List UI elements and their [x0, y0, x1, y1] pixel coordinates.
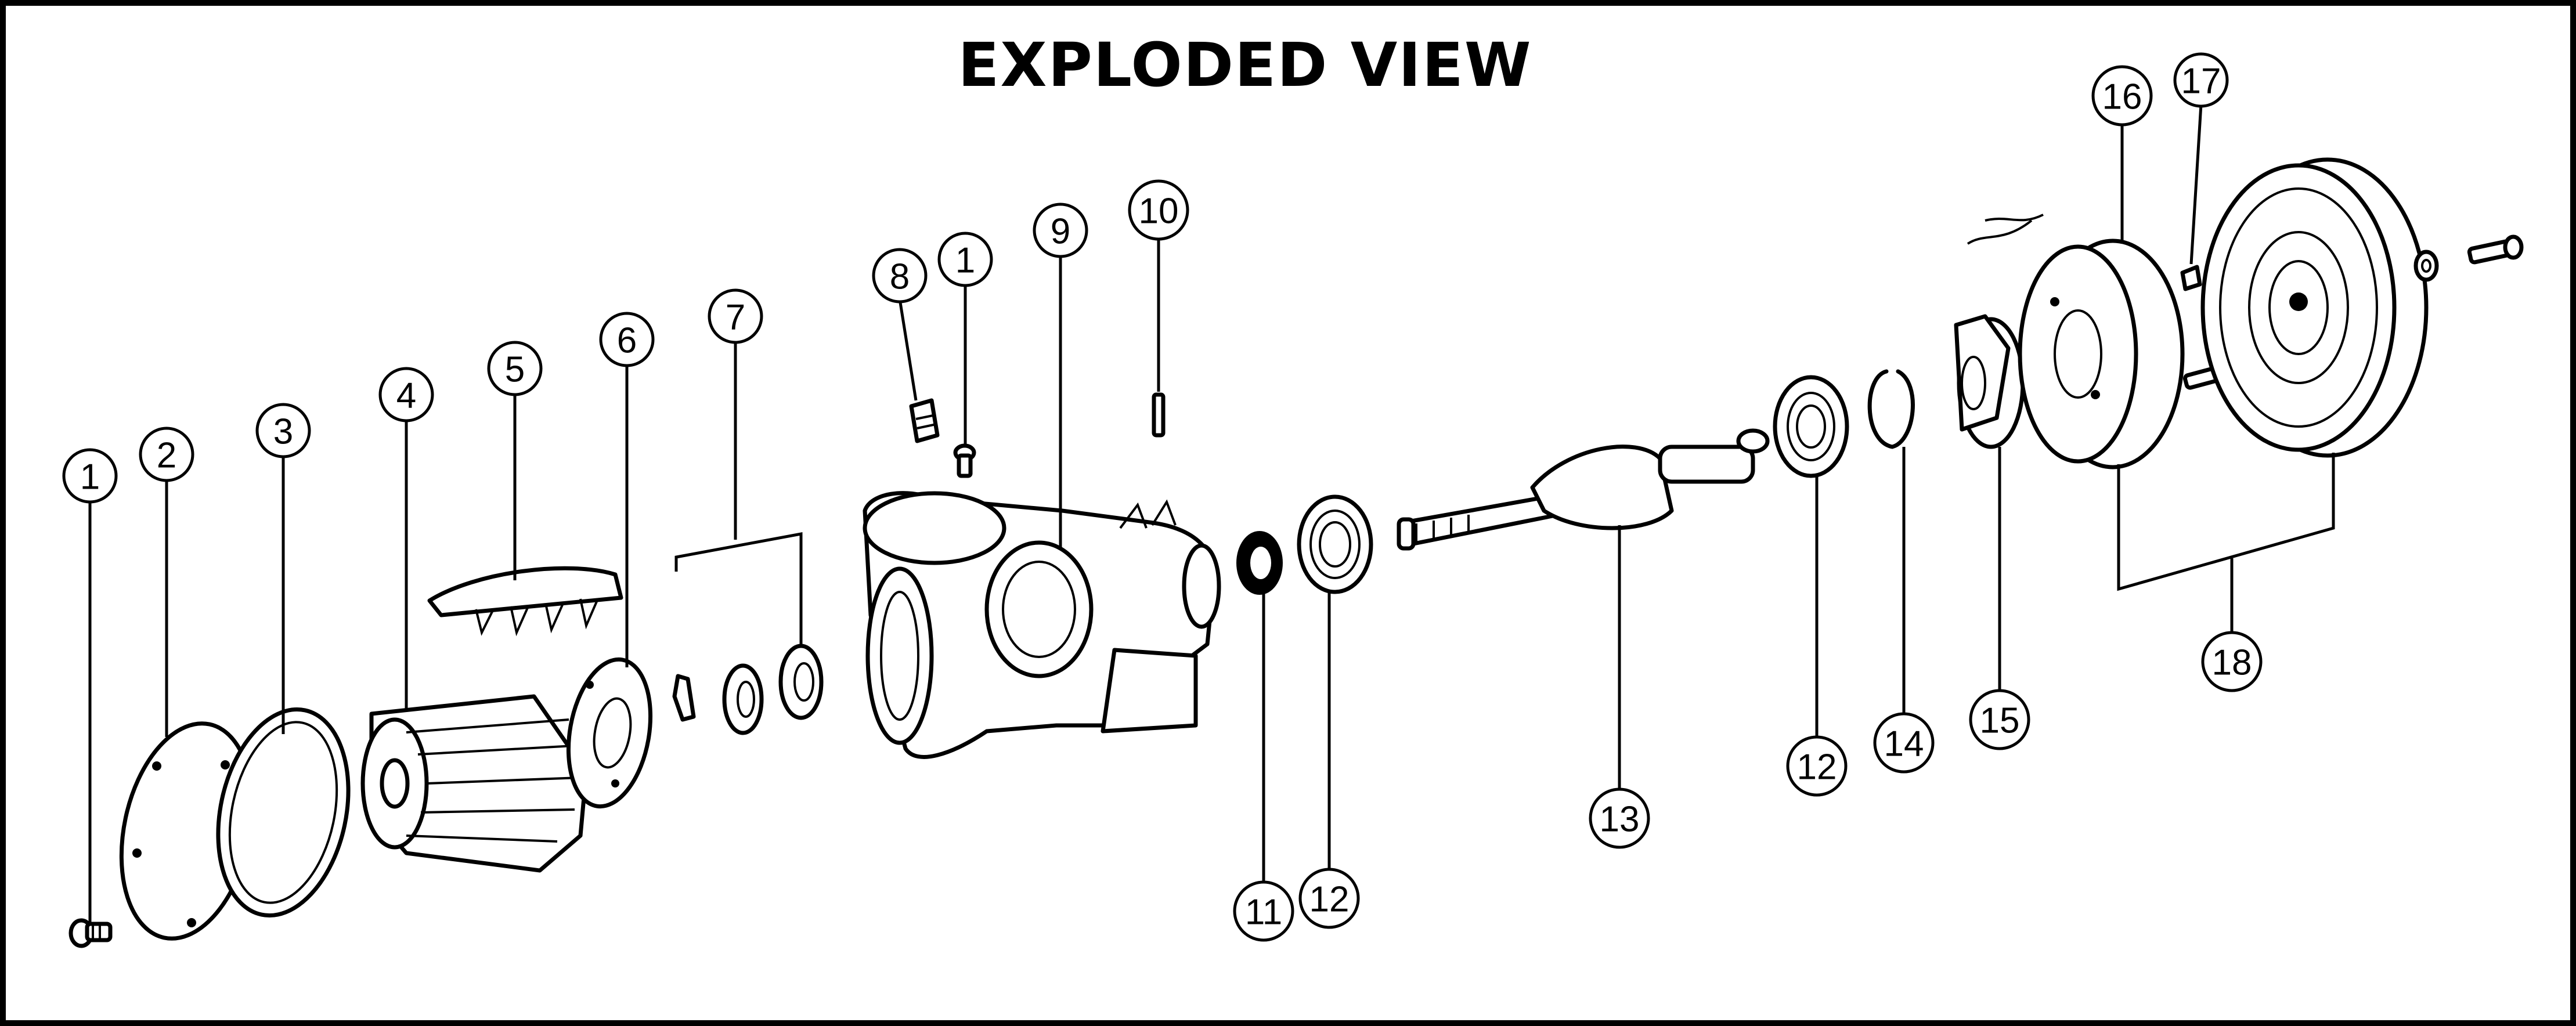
callout-5: 5 [487, 341, 543, 396]
svg-text:3: 3 [273, 412, 293, 452]
callout-15: 15 [1969, 689, 2030, 750]
callout-14: 14 [1873, 712, 1935, 774]
svg-text:17: 17 [2181, 62, 2221, 102]
svg-text:5: 5 [505, 350, 525, 390]
part-17-key [2180, 265, 2202, 291]
part-11-seal-ring [1236, 531, 1283, 595]
callout-3: 3 [255, 403, 311, 458]
callout-16: 16 [2091, 65, 2153, 127]
part-4-impeller [360, 694, 589, 873]
part-14-circlip [1867, 369, 1915, 449]
svg-text:15: 15 [1980, 701, 2020, 741]
callout-1: 1 [62, 448, 118, 504]
svg-text:8: 8 [890, 257, 910, 297]
part-18-washer [2413, 250, 2439, 282]
svg-text:12: 12 [1797, 747, 1837, 787]
part-12-bearing-b [1773, 375, 1849, 478]
part-9-pump-body [863, 491, 1221, 759]
callout-1-b: 1 [937, 232, 993, 287]
svg-text:11: 11 [1245, 893, 1282, 933]
callout-9: 9 [1033, 203, 1088, 258]
part-18-pulley [2200, 157, 2429, 458]
svg-text:1: 1 [80, 457, 100, 497]
callout-17: 17 [2173, 52, 2229, 108]
callout-18: 18 [2201, 631, 2263, 692]
leader-lines [88, 104, 2335, 923]
callout-13: 13 [1589, 787, 1650, 849]
callout-10: 10 [1128, 179, 1189, 241]
callout-2: 2 [139, 427, 194, 482]
part-13-shaft [1397, 428, 1770, 551]
part-6-wear-plate [566, 657, 653, 809]
svg-text:16: 16 [2102, 77, 2142, 117]
svg-text:9: 9 [1051, 212, 1070, 252]
part-10-pin [1152, 392, 1166, 438]
svg-text:1: 1 [955, 241, 975, 281]
svg-text:12: 12 [1309, 880, 1350, 920]
svg-text:4: 4 [396, 376, 416, 416]
svg-text:2: 2 [157, 436, 176, 476]
svg-text:18: 18 [2212, 643, 2252, 683]
part-5-cam-plate [427, 566, 623, 637]
svg-text:13: 13 [1600, 800, 1640, 840]
part-1-screw [68, 918, 113, 948]
svg-text:10: 10 [1139, 192, 1179, 232]
callout-8: 8 [872, 248, 928, 304]
part-15-hub [1954, 314, 2025, 449]
callout-7: 7 [708, 288, 763, 344]
callout-11: 11 [1233, 880, 1294, 942]
callout-12-b: 12 [1786, 735, 1848, 797]
part-7-seal-kit [672, 644, 824, 735]
callout-6: 6 [599, 312, 655, 367]
part-12-bearing-a [1297, 494, 1373, 594]
part-3-gasket [216, 707, 351, 917]
part-1-screw-b [953, 443, 976, 478]
diagram-title: EXPLODED VIEW [958, 30, 1532, 100]
svg-text:6: 6 [617, 321, 637, 361]
svg-text:7: 7 [726, 298, 745, 338]
callout-12-a: 12 [1298, 868, 1360, 929]
svg-text:14: 14 [1884, 724, 1924, 764]
part-8-plug [909, 398, 940, 443]
callout-4: 4 [378, 367, 434, 422]
part-16-clutch [1967, 214, 2185, 469]
part-18-bolt [2467, 234, 2524, 265]
